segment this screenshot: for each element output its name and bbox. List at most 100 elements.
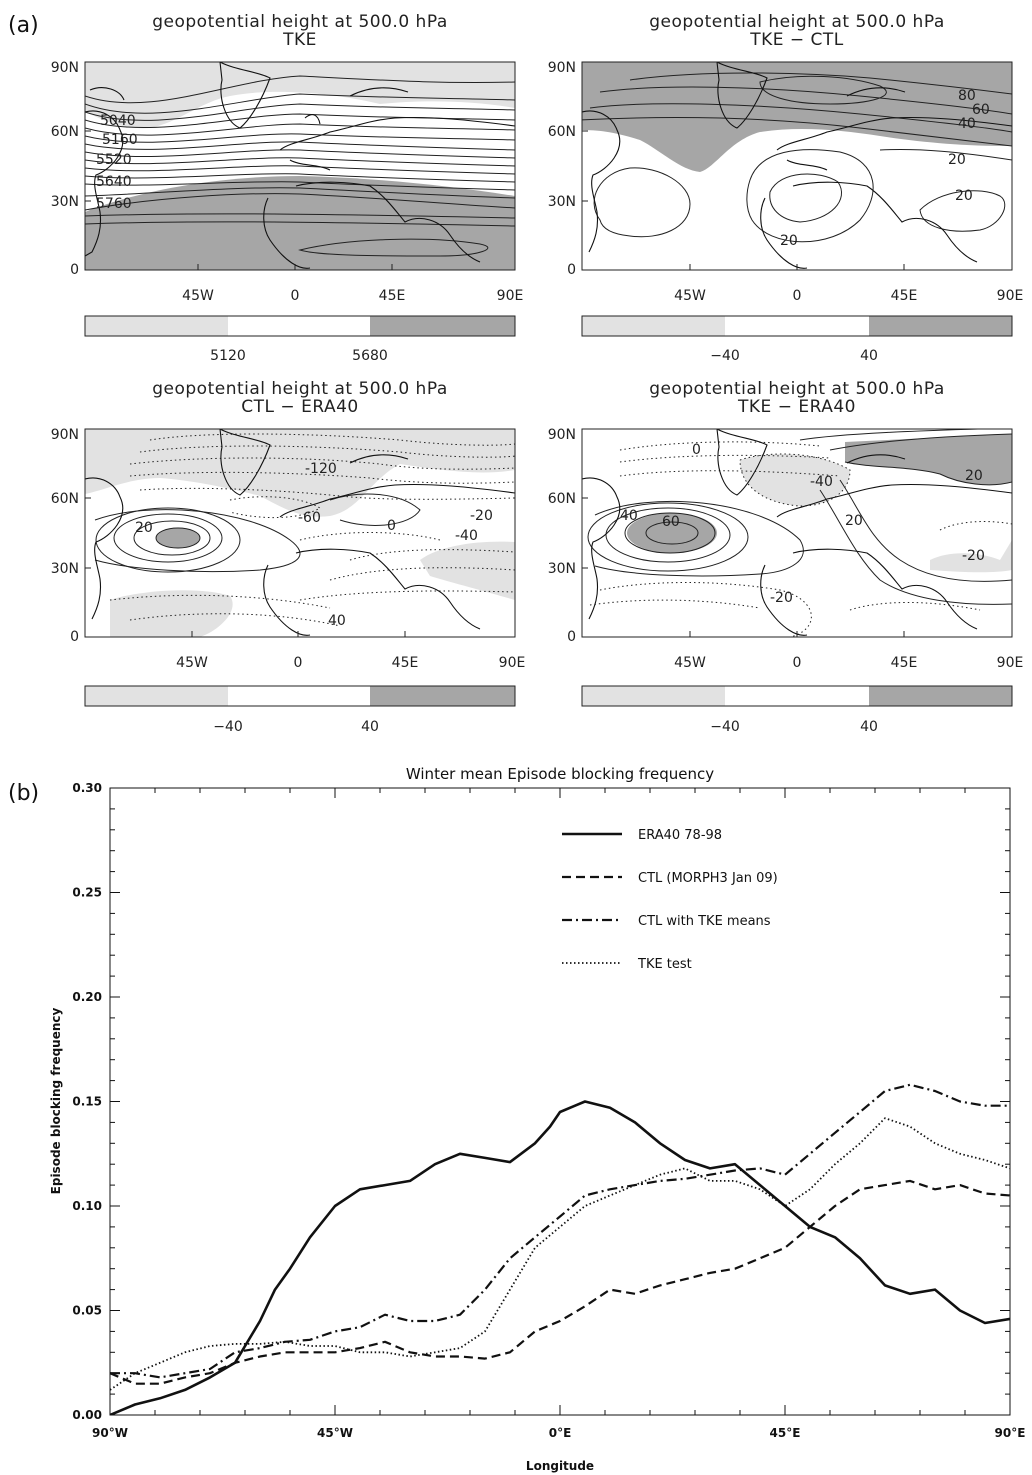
lon-tick: 0	[793, 655, 802, 671]
shade-low-region	[110, 590, 233, 637]
colorbar: −40 40	[581, 685, 1013, 735]
y-tick-label: 0.30	[72, 781, 102, 795]
colorbar: −40 40	[84, 685, 516, 735]
shade-low-region	[420, 541, 515, 600]
series-line	[110, 1117, 1010, 1391]
series-line	[110, 1083, 1010, 1379]
height-contours	[85, 75, 515, 257]
contour-label: 20	[845, 513, 863, 529]
contour-label: 40	[328, 613, 346, 629]
shade-low-region	[85, 62, 515, 129]
map-panel-tke-era40: geopotential height at 500.0 hPa TKE − E…	[548, 379, 1024, 735]
colorbar-label: −40	[710, 348, 740, 364]
negative-contours	[589, 441, 1012, 637]
shade-high-region	[85, 176, 515, 270]
contour-label-group: -120 -60 0 -20 -40 20 40	[135, 461, 493, 629]
series-line	[110, 1179, 1010, 1385]
x-tick-label: 90°W	[92, 1426, 128, 1440]
contour-label: 60	[972, 102, 990, 118]
colorbar-label: −40	[710, 719, 740, 735]
difference-contours	[582, 72, 1012, 243]
lat-tick: 90N	[548, 427, 576, 443]
lon-tick: 90E	[499, 655, 526, 671]
contour-label: 20	[965, 468, 983, 484]
contour-label-group: 80 60 40 20 20 20	[780, 88, 990, 249]
y-axis-label: Episode blocking frequency	[49, 1007, 63, 1194]
contour-label: -20	[470, 508, 493, 524]
lat-tick: 30N	[51, 194, 79, 210]
x-axis-label: Longitude	[526, 1459, 594, 1473]
lon-tick: 45W	[182, 288, 214, 304]
map-panel-tke-ctl: geopotential height at 500.0 hPa TKE − C…	[548, 12, 1024, 364]
shade-low-region	[930, 540, 1012, 573]
contour-label: 20	[780, 233, 798, 249]
legend-label: CTL with TKE means	[638, 914, 771, 929]
contour-label: 40	[620, 508, 638, 524]
lat-tick: 0	[70, 629, 79, 645]
lon-tick: 90E	[497, 288, 524, 304]
contour-label: -60	[298, 510, 321, 526]
lon-tick: 0	[291, 288, 300, 304]
map-title-line1: geopotential height at 500.0 hPa	[649, 12, 945, 32]
contour-label: 5160	[102, 132, 138, 148]
contour-label: -20	[962, 548, 985, 564]
y-tick-label: 0.00	[72, 1408, 102, 1422]
lon-tick: 45E	[379, 288, 406, 304]
lat-tick: 90N	[548, 60, 576, 76]
negative-contours	[109, 433, 515, 627]
colorbar-label: 40	[361, 719, 379, 735]
contour-label-group: 0 40 60 -40 20 20 -20 -20	[620, 442, 985, 606]
lon-tick: 45E	[891, 288, 918, 304]
map-title-line2: TKE	[282, 30, 317, 50]
contour-label: -40	[810, 474, 833, 490]
lon-tick: 90E	[997, 655, 1024, 671]
lon-tick: 90E	[997, 288, 1024, 304]
map-panel-tke: geopotential height at 500.0 hPa TKE	[51, 12, 524, 364]
positive-contours	[587, 429, 1012, 605]
lon-tick: 45E	[891, 655, 918, 671]
map-panel-ctl-era40: geopotential height at 500.0 hPa CTL − E…	[51, 379, 526, 735]
lat-tick: 0	[70, 262, 79, 278]
shade-high-region	[156, 528, 200, 548]
colorbar-label: −40	[213, 719, 243, 735]
x-tick-label: 45°W	[317, 1426, 353, 1440]
contour-label: -120	[305, 461, 337, 477]
panel-a-label: (a)	[8, 13, 39, 38]
lat-tick: 60N	[548, 124, 576, 140]
contour-label: 60	[662, 514, 680, 530]
lat-tick: 30N	[51, 561, 79, 577]
contour-label: 20	[948, 152, 966, 168]
chart-series	[110, 1083, 1010, 1415]
panel-b-label: (b)	[8, 781, 39, 806]
lon-tick: 45W	[674, 655, 706, 671]
contour-label: 5640	[96, 174, 132, 190]
coastlines	[85, 429, 515, 636]
contour-label: 0	[387, 518, 396, 534]
chart-title: Winter mean Episode blocking frequency	[406, 765, 714, 783]
map-title-line2: TKE − ERA40	[737, 397, 856, 417]
lon-tick: 45W	[674, 288, 706, 304]
contour-label: 40	[958, 116, 976, 132]
colorbar-label: 40	[860, 719, 878, 735]
map-title-line1: geopotential height at 500.0 hPa	[649, 379, 945, 399]
colorbar-label: 5120	[210, 348, 246, 364]
contour-label: 5520	[96, 152, 132, 168]
contour-label: 5760	[96, 196, 132, 212]
map-title-line2: CTL − ERA40	[241, 397, 358, 417]
legend-label: ERA40 78-98	[638, 828, 722, 843]
positive-contours	[94, 493, 421, 573]
x-tick-label: 0°E	[549, 1426, 572, 1440]
colorbar-label: 5680	[352, 348, 388, 364]
y-tick-label: 0.20	[72, 990, 102, 1004]
x-tick-label: 45°E	[770, 1426, 801, 1440]
y-tick-label: 0.25	[72, 886, 102, 900]
lat-tick: 30N	[548, 194, 576, 210]
colorbar: −40 40	[581, 315, 1013, 364]
map-title-line1: geopotential height at 500.0 hPa	[152, 379, 448, 399]
lon-tick: 45E	[392, 655, 419, 671]
lon-tick: 45W	[176, 655, 208, 671]
lat-tick: 90N	[51, 60, 79, 76]
lat-tick: 30N	[548, 561, 576, 577]
shade-high-region	[627, 513, 717, 553]
